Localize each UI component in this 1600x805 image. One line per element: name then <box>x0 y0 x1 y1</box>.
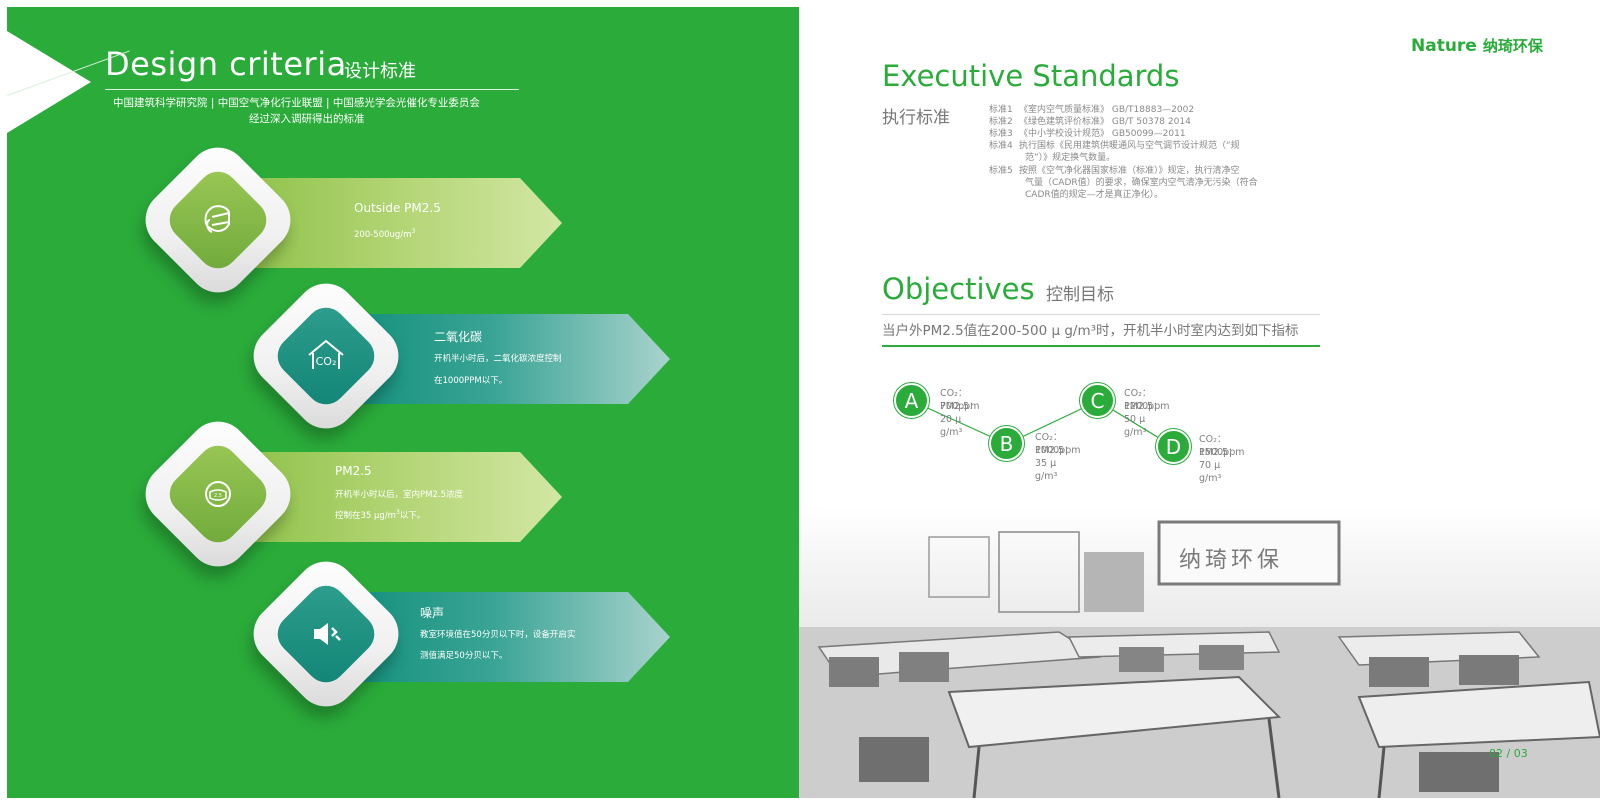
executive-standards-title: Executive Standards <box>882 59 1180 93</box>
card-line: 教室环境值在50分贝以下时，设备开启实 <box>420 630 576 640</box>
card-superscript: 3 <box>395 509 400 517</box>
mask-person-icon <box>183 185 253 255</box>
standard-item-5-continued: CADR值的规定—才是真正净化）。 <box>1025 190 1164 200</box>
design-criteria-title: Design criteria <box>105 45 347 83</box>
node-c-pm25: PM2.5：50 μ g/m³ <box>1124 401 1163 438</box>
node-d: D <box>1156 429 1191 464</box>
standard-item-4-continued: 范”）》规定换气数量。 <box>1025 153 1116 163</box>
logo-text-en: Nature <box>1411 35 1477 56</box>
card-banner <box>350 314 670 404</box>
standard-text: 执行国标《民用建筑供暖通风与空气调节设计规范（“规 <box>1019 141 1240 151</box>
card-line-text: 以下。 <box>399 511 426 521</box>
card-banner <box>242 178 562 268</box>
card-banner <box>350 592 670 682</box>
title-divider <box>105 89 519 90</box>
objectives-underline <box>882 345 1320 347</box>
standard-item-1: 标准1 《室内空气质量标准》 GB/T18883—2002 <box>989 104 1194 116</box>
whiteboard-text: 纳琦环保 <box>1179 548 1284 573</box>
node-c: C <box>1080 383 1115 418</box>
standards-panel: Nature 纳琦环保 Executive Standards 执行标准 标准1… <box>799 7 1600 798</box>
card-title: PM2.5 <box>335 464 372 478</box>
node-d-co2: CO₂：1500ppm <box>1199 434 1245 458</box>
standard-text: 《绿色建筑评价标准》 GB/T 50378 2014 <box>1019 117 1191 127</box>
speaker-mute-icon <box>291 599 361 669</box>
card-line: 开机半小时以后，室内PM2.5浓度 <box>335 490 463 500</box>
card-title: 噪声 <box>420 606 445 620</box>
page-number: 02 / 03 <box>1489 747 1528 760</box>
card-line-text: 控制在35 μg/m <box>335 511 396 521</box>
node-b: B <box>989 426 1024 461</box>
card-superscript: 3 <box>411 228 416 235</box>
standard-item-5: 标准5 按照《空气净化器国家标准（标准）》规定，执行清净空 <box>989 165 1240 177</box>
node-b-pm25: PM2.5：35 μ g/m³ <box>1035 445 1074 482</box>
classroom-sketch-image <box>799 507 1600 798</box>
standard-label: 标准4 <box>989 141 1013 151</box>
objectives-description: 当户外PM2.5值在200-500 μ g/m³时，开机半小时室内达到如下指标 <box>882 323 1299 339</box>
criteria-card-co2: 二氧化碳 开机半小时后，二氧化碳浓度控制 在1000PPM以下。 <box>350 314 670 404</box>
svg-text:CO₂: CO₂ <box>316 355 337 368</box>
card-title: Outside PM2.5 <box>354 201 441 215</box>
standard-text: 按照《空气净化器国家标准（标准）》规定，执行清净空 <box>1019 166 1240 176</box>
node-c-co2: CO₂：1200ppm <box>1124 388 1170 412</box>
pm25-mask-icon: 2.5 <box>183 459 253 529</box>
standard-text: 《室内空气质量标准》 GB/T18883—2002 <box>1019 105 1195 115</box>
node-a-pm25: PM2.5：20 μ g/m³ <box>940 401 979 438</box>
card-line: 控制在35 μg/m3以下。 <box>335 509 425 521</box>
standard-label: 标准3 <box>989 129 1013 139</box>
design-criteria-title-cn: 设计标准 <box>344 61 416 82</box>
objectives-title: Objectives <box>882 272 1035 306</box>
design-criteria-sources-note: 经过深入调研得出的标准 <box>249 113 365 125</box>
criteria-card-outside-pm25: Outside PM2.5 200-500ug/m3 <box>242 178 562 268</box>
node-a-co2: CO₂：700ppm <box>940 388 980 412</box>
standard-item-4: 标准4 执行国标《民用建筑供暖通风与空气调节设计规范（“规 <box>989 140 1240 152</box>
node-b-co2: CO₂：1000ppm <box>1035 432 1081 456</box>
standard-item-3: 标准3 《中小学校设计规范》 GB50099—2011 <box>989 128 1186 140</box>
standard-label: 标准2 <box>989 117 1013 127</box>
node-d-pm25: PM2.5：70 μ g/m³ <box>1199 447 1238 484</box>
design-criteria-panel: Design criteria 设计标准 中国建筑科学研究院 | 中国空气净化行… <box>7 7 799 798</box>
design-criteria-sources: 中国建筑科学研究院 | 中国空气净化行业联盟 | 中国感光学会光催化专业委员会 <box>113 97 480 109</box>
standard-text: 《中小学校设计规范》 GB50099—2011 <box>1019 129 1186 139</box>
card-line: 200-500ug/m3 <box>354 228 415 240</box>
node-a: A <box>894 383 929 418</box>
card-line: 开机半小时后，二氧化碳浓度控制 <box>434 354 562 364</box>
standard-item-2: 标准2 《绿色建筑评价标准》 GB/T 50378 2014 <box>989 116 1191 128</box>
brand-logo: Nature 纳琦环保 <box>1411 35 1543 56</box>
objectives-divider <box>882 314 1320 315</box>
executive-standards-title-cn: 执行标准 <box>882 108 950 128</box>
corner-triangle-decoration <box>7 31 91 133</box>
objectives-title-cn: 控制目标 <box>1046 285 1114 305</box>
logo-text-cn: 纳琦环保 <box>1482 37 1543 55</box>
card-title: 二氧化碳 <box>434 330 483 344</box>
card-line-text: 200-500ug/m <box>354 229 412 240</box>
card-line: 在1000PPM以下。 <box>434 376 508 386</box>
standard-label: 标准5 <box>989 166 1013 176</box>
standard-label: 标准1 <box>989 105 1013 115</box>
standard-item-5-continued: 气量（CADR值）的要求，确保室内空气清净无污染（符合 <box>1025 178 1258 188</box>
criteria-card-pm25: PM2.5 开机半小时以后，室内PM2.5浓度 控制在35 μg/m3以下。 <box>242 452 562 542</box>
card-line: 测值满足50分贝以下。 <box>420 651 508 661</box>
svg-text:2.5: 2.5 <box>214 493 222 499</box>
card-banner <box>242 452 562 542</box>
co2-house-icon: CO₂ <box>291 321 361 391</box>
criteria-card-noise: 噪声 教室环境值在50分贝以下时，设备开启实 测值满足50分贝以下。 <box>350 592 670 682</box>
